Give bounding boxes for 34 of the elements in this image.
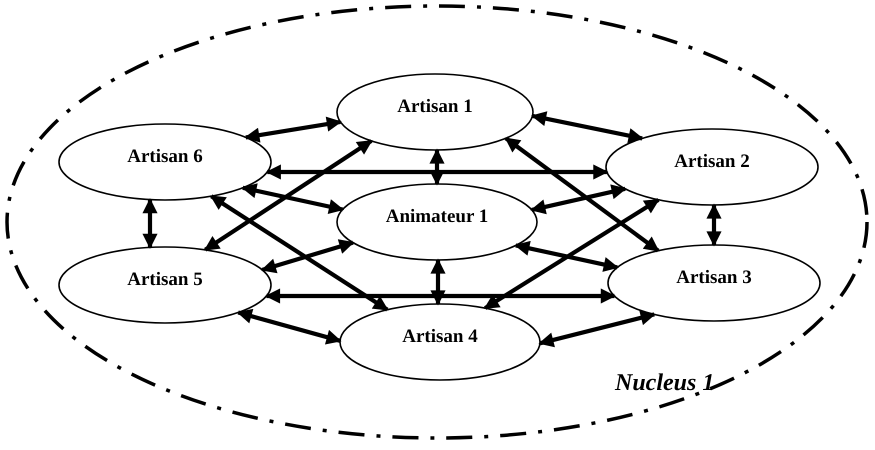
- ellipse-node: [333, 70, 537, 154]
- ellipse-node: [333, 180, 541, 264]
- double-arrow: [430, 258, 446, 306]
- double-arrow: [260, 239, 354, 274]
- group-boundary: [3, 2, 871, 442]
- node-label: Artisan 3: [675, 267, 753, 289]
- node-label: Artisan 2: [673, 151, 751, 173]
- double-arrow: [514, 240, 619, 272]
- node-label: Animateur 1: [384, 206, 490, 228]
- double-arrow: [504, 136, 660, 252]
- double-arrow: [210, 194, 389, 312]
- double-arrow: [484, 198, 660, 310]
- double-arrow: [244, 116, 342, 143]
- double-arrow: [236, 308, 342, 344]
- double-arrow: [142, 198, 158, 249]
- double-arrow: [266, 164, 608, 180]
- double-arrow: [429, 148, 445, 186]
- node-label: Artisan 5: [126, 269, 204, 291]
- double-arrow: [706, 204, 722, 246]
- double-arrow: [265, 288, 616, 304]
- ellipse-node: [55, 243, 275, 327]
- double-arrow: [530, 184, 627, 214]
- node-label: Artisan 4: [401, 326, 479, 348]
- ellipse-node: [604, 241, 824, 325]
- double-arrow: [531, 111, 644, 144]
- node-label: Artisan 6: [126, 146, 204, 168]
- ellipse-node: [336, 300, 544, 384]
- node-label: Artisan 1: [396, 96, 474, 118]
- group-label: Nucleus 1: [615, 370, 714, 397]
- ellipse-node: [55, 120, 275, 204]
- double-arrow: [204, 139, 373, 252]
- double-arrow: [241, 183, 344, 214]
- double-arrow: [538, 310, 656, 348]
- ellipse-node: [602, 125, 822, 209]
